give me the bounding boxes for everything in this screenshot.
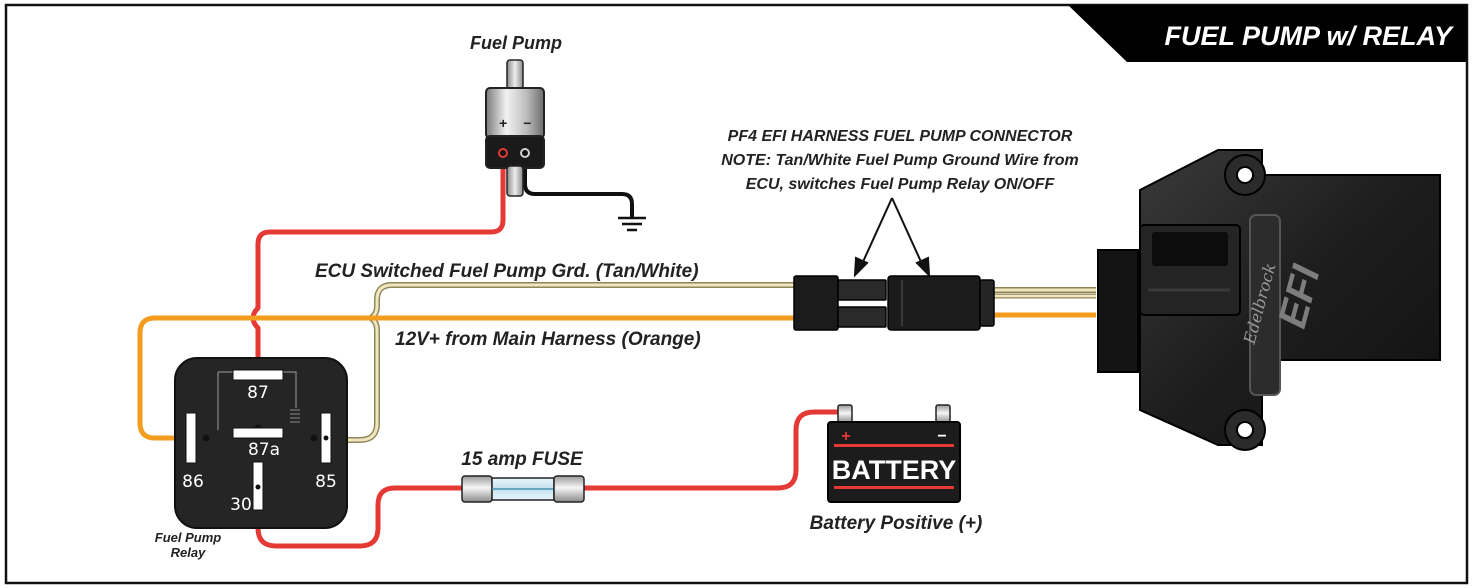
fuse-label: 15 amp FUSE — [461, 449, 584, 470]
ecu-ground-wire-label: ECU Switched Fuel Pump Grd. (Tan/White) — [315, 261, 699, 282]
battery-negative-sign: − — [937, 428, 946, 445]
ecu-module: Edelbrock EFI — [1097, 149, 1441, 451]
connector-pointer-arrows — [853, 197, 931, 278]
connector-note-line1: PF4 EFI HARNESS FUEL PUMP CONNECTOR — [728, 128, 1073, 145]
pump-positive-terminal: + — [499, 115, 507, 131]
page-title: FUEL PUMP w/ RELAY — [1164, 21, 1455, 51]
battery: + − BATTERY — [827, 404, 961, 503]
fuel-pump: + − — [485, 59, 545, 197]
orange-power-wire — [137, 315, 798, 441]
relay-pin-86: 86 — [182, 472, 204, 492]
relay-label-line1: Fuel Pump — [155, 530, 222, 545]
battery-power-wire — [255, 485, 462, 549]
fuse-to-battery-wire — [582, 409, 842, 491]
power-wire-label: 12V+ from Main Harness (Orange) — [395, 329, 701, 350]
relay-pin-87a: 87a — [248, 440, 280, 460]
pump-ground-wire — [523, 160, 634, 218]
battery-positive-sign: + — [841, 428, 850, 445]
battery-label: BATTERY — [832, 455, 957, 485]
connector-note-line3: ECU, switches Fuel Pump Relay ON/OFF — [746, 176, 1056, 193]
connector-note-line2: NOTE: Tan/White Fuel Pump Ground Wire fr… — [721, 152, 1078, 169]
battery-positive-label: Battery Positive (+) — [810, 513, 983, 534]
fuel-pump-relay: 87 87a 86 85 30 — [174, 357, 348, 529]
ground-symbol-icon — [618, 216, 646, 232]
relay-pin-30: 30 — [230, 495, 252, 515]
harness-wires — [992, 287, 1096, 318]
title-banner: FUEL PUMP w/ RELAY — [1068, 5, 1467, 62]
relay-pin-85: 85 — [315, 472, 337, 492]
inline-fuse — [461, 475, 585, 503]
harness-connector — [793, 275, 995, 331]
pump-negative-terminal: − — [523, 115, 531, 131]
relay-pin-87: 87 — [247, 383, 269, 403]
relay-label-line2: Relay — [171, 545, 206, 560]
fuel-pump-label: Fuel Pump — [470, 33, 562, 53]
